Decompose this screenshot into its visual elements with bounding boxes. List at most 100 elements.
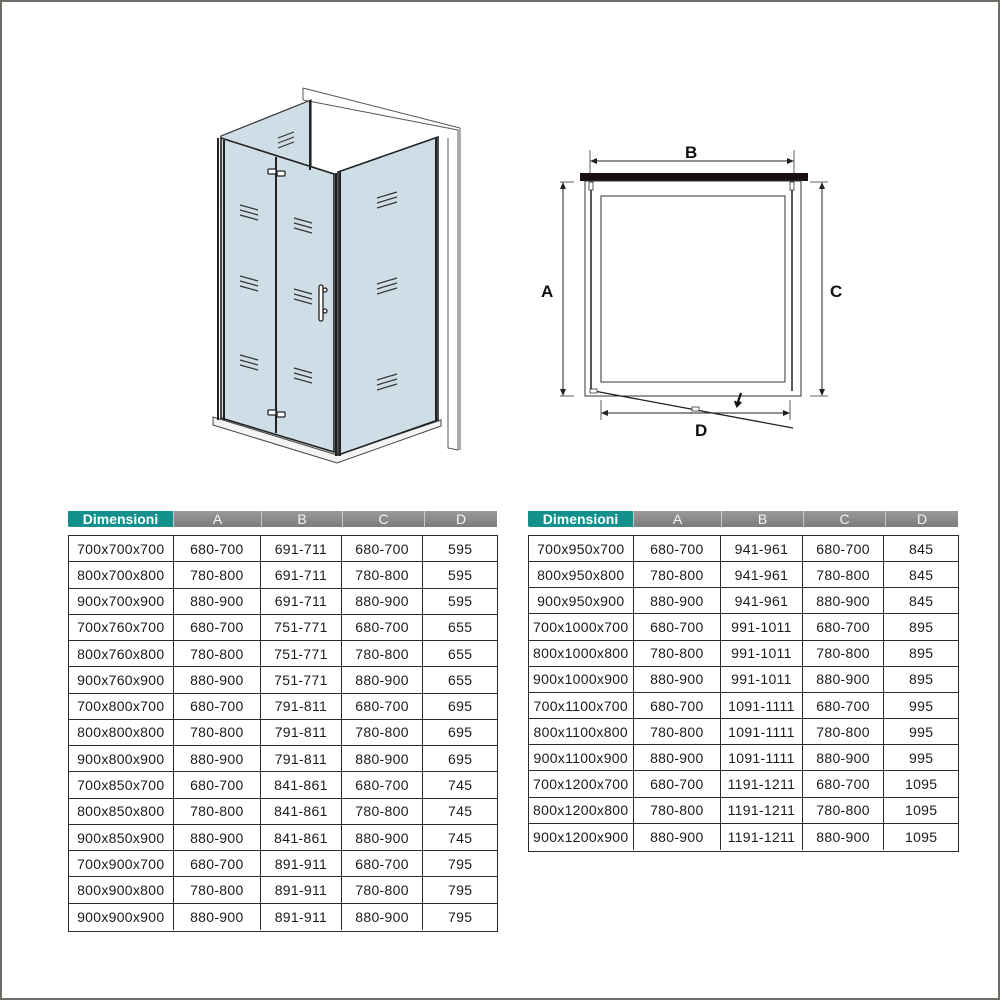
cell-a: 680-700: [174, 536, 262, 562]
wall-bar: [580, 173, 808, 181]
cell-a: 880-900: [174, 746, 262, 772]
cell-b: 691-711: [261, 562, 342, 588]
cell-a: 780-800: [634, 640, 722, 666]
label-b: B: [685, 143, 697, 162]
cell-b: 941-961: [721, 536, 803, 562]
cell-b: 691-711: [261, 588, 342, 614]
cell-a: 680-700: [634, 771, 722, 797]
cell-b: 1091-1111: [721, 692, 803, 719]
cell-a: 780-800: [634, 719, 722, 745]
cell-dimensioni: 700x700x700: [69, 536, 174, 562]
cell-dimensioni: 800x1100x800: [529, 719, 634, 745]
cell-b: 841-861: [261, 772, 342, 798]
cell-c: 780-800: [342, 562, 424, 588]
cell-dimensioni: 800x700x800: [69, 562, 174, 588]
cell-d: 1095: [905, 828, 938, 845]
door-handle-icon: [318, 284, 328, 322]
cell-d: 895: [909, 671, 934, 688]
cell-d: 595: [448, 540, 473, 557]
cell-b: 991-1011: [721, 666, 803, 692]
cell-a: 680-700: [634, 536, 722, 562]
cell-d: 695: [448, 750, 473, 767]
cell-d: 795: [448, 908, 473, 925]
cell-dimensioni: 700x800x700: [69, 693, 174, 719]
cell-a: 680-700: [174, 851, 262, 877]
cell-d: 1095: [905, 802, 938, 819]
cell-c: 880-900: [342, 746, 424, 772]
cell-d: 845: [909, 540, 934, 557]
cell-dimensioni: 800x760x800: [69, 641, 174, 667]
cell-b: 941-961: [721, 562, 803, 588]
cell-d: 745: [448, 829, 473, 846]
header-b: B: [721, 511, 803, 527]
cell-c: 680-700: [803, 771, 885, 797]
cell-c: 880-900: [342, 667, 424, 693]
cell-dimensioni: 900x1200x900: [529, 823, 634, 850]
table-1-header: Dimensioni A B C D: [68, 511, 497, 527]
cell-b: 751-771: [261, 667, 342, 693]
cell-c: 880-900: [803, 745, 885, 771]
bifold-door-panel: [220, 136, 335, 454]
cell-a: 680-700: [174, 772, 262, 798]
cell-c: 880-900: [803, 666, 885, 692]
cell-b: 751-771: [261, 614, 342, 641]
cell-b: 691-711: [261, 536, 342, 562]
cell-dimensioni: 800x800x800: [69, 719, 174, 746]
cell-b: 1191-1211: [721, 771, 803, 797]
cell-b: 841-861: [261, 824, 342, 851]
cell-dimensioni: 900x900x900: [69, 903, 174, 930]
cell-dimensioni: 900x1100x900: [529, 745, 634, 771]
cell-a: 780-800: [174, 562, 262, 588]
cell-a: 880-900: [174, 588, 262, 614]
cell-c: 780-800: [342, 798, 424, 824]
cell-d: 745: [448, 777, 473, 794]
cell-b: 891-911: [261, 851, 342, 877]
label-c: C: [830, 282, 842, 301]
cell-d: 895: [909, 619, 934, 636]
header-b: B: [261, 511, 342, 527]
cell-dimensioni: 800x850x800: [69, 798, 174, 824]
cell-a: 880-900: [174, 667, 262, 693]
cell-dimensioni: 700x1100x700: [529, 692, 634, 719]
cell-dimensioni: 800x900x800: [69, 877, 174, 903]
cell-c: 680-700: [342, 536, 424, 562]
cell-c: 680-700: [342, 614, 424, 641]
cell-a: 780-800: [174, 719, 262, 746]
cell-a: 880-900: [634, 745, 722, 771]
cell-d: 845: [909, 566, 934, 583]
cell-c: 780-800: [342, 719, 424, 746]
cell-b: 1091-1111: [721, 719, 803, 745]
header-dimensioni: Dimensioni: [68, 511, 173, 527]
cell-d: 995: [909, 749, 934, 766]
cell-b: 751-771: [261, 641, 342, 667]
cell-a: 780-800: [174, 877, 262, 903]
cell-d: 845: [909, 592, 934, 609]
plan-view-drawing: B A C D: [541, 143, 842, 440]
header-d: D: [885, 511, 958, 527]
shower-perspective-drawing: B A C D: [212, 87, 842, 464]
cell-b: 791-811: [261, 746, 342, 772]
cell-dimensioni: 900x850x900: [69, 824, 174, 851]
cell-c: 680-700: [342, 693, 424, 719]
cell-a: 880-900: [174, 824, 262, 851]
cell-dimensioni: 700x1200x700: [529, 771, 634, 797]
cell-c: 880-900: [342, 588, 424, 614]
cell-dimensioni: 900x800x900: [69, 746, 174, 772]
cell-dimensioni: 700x1000x700: [529, 614, 634, 640]
header-dimensioni: Dimensioni: [528, 511, 633, 527]
